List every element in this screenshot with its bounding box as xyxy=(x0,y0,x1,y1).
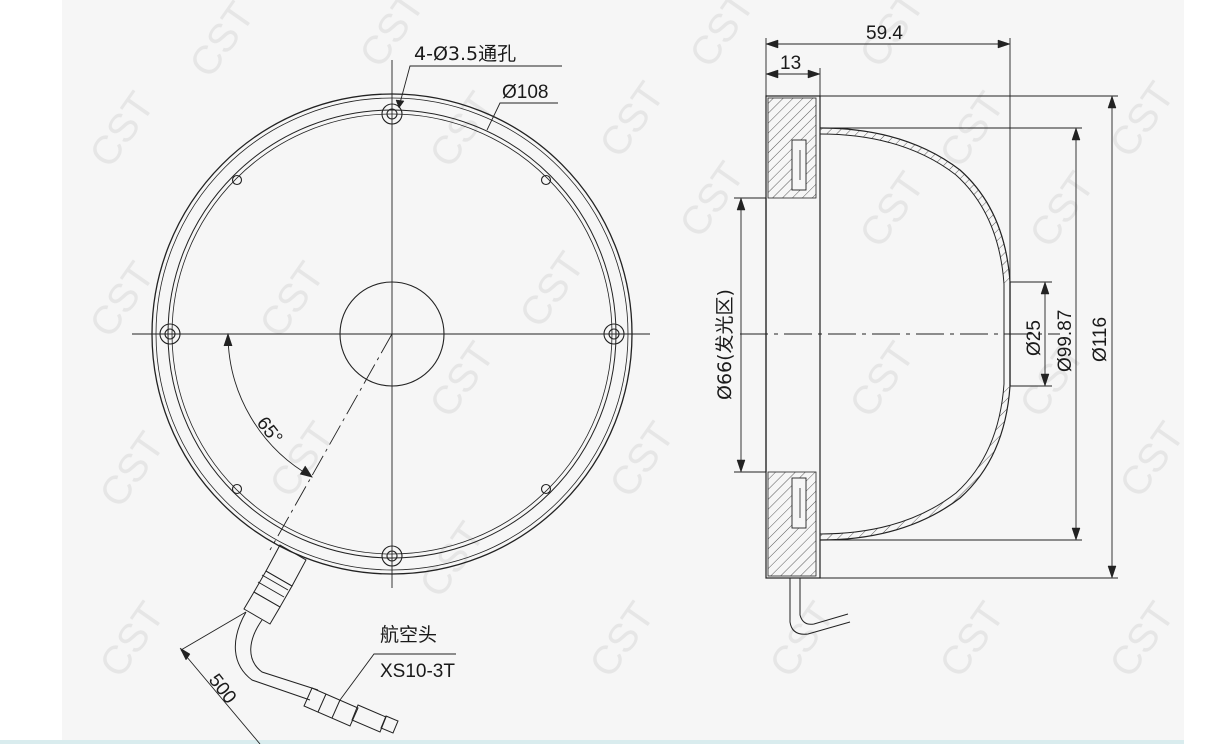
watermark: CST xyxy=(931,594,1013,685)
mounting-ring-inner-edge xyxy=(171,113,613,555)
watermark: CST xyxy=(421,334,503,425)
through-hole-top xyxy=(381,103,403,125)
top-hole-label: Ø25 xyxy=(1024,320,1045,356)
base-height-label: 13 xyxy=(780,53,801,74)
outer-diameter-side-label: Ø116 xyxy=(1090,317,1111,362)
watermark: CST xyxy=(581,594,663,685)
cable-connector xyxy=(234,544,399,734)
angle-reference-line xyxy=(269,333,393,551)
angle-label: 65° xyxy=(252,413,286,449)
diameter-callout-leader xyxy=(486,102,558,131)
watermark: CST xyxy=(251,254,333,345)
connector-callout-leader xyxy=(339,653,456,701)
screw-top-right xyxy=(540,174,552,186)
outer-ring xyxy=(151,93,633,575)
hole-callout-arrow xyxy=(395,99,405,109)
angle-arrow-top xyxy=(223,332,233,347)
screw-bottom-right xyxy=(540,483,552,495)
watermark: CST xyxy=(1101,594,1183,685)
watermark: CST xyxy=(601,414,683,505)
drawing-sheet xyxy=(62,0,1184,740)
angle-arc xyxy=(227,333,313,478)
watermark: CST xyxy=(91,594,173,685)
watermark: CST xyxy=(511,244,593,335)
mounting-ring xyxy=(167,109,617,559)
angle-arrow-bottom xyxy=(299,465,313,478)
watermark: CST xyxy=(851,164,933,255)
outer-ring-inner-edge xyxy=(155,97,629,571)
through-hole-right xyxy=(603,323,625,345)
outer-diameter-label: Ø108 xyxy=(502,82,548,103)
cable-length-dimension-line xyxy=(180,649,261,744)
total-height-label: 59.4 xyxy=(866,23,903,44)
connector-name-label: 航空头 xyxy=(380,624,437,646)
side-view xyxy=(734,38,1118,635)
front-view xyxy=(132,60,650,744)
through-hole-left xyxy=(159,323,181,345)
watermark: CST xyxy=(841,334,923,425)
watermark: CST xyxy=(81,254,163,345)
hole-callout-label: 4-Ø3.5通孔 xyxy=(414,43,516,65)
watermark: CST xyxy=(761,594,843,685)
screw-bottom-left xyxy=(231,483,243,495)
watermark: CST xyxy=(81,84,163,175)
side-cable xyxy=(789,578,851,635)
dome-diameter-label: Ø99.87 xyxy=(1055,310,1076,372)
cable-length-extension-top xyxy=(180,611,247,651)
led-pocket-top xyxy=(791,139,807,191)
led-pocket-bottom xyxy=(791,477,807,529)
connector-model-label: XS10-3T xyxy=(380,661,455,682)
watermark: CST xyxy=(1021,164,1103,255)
watermark: CST xyxy=(91,424,173,515)
center-window xyxy=(339,281,445,387)
screw-top-left xyxy=(231,174,243,186)
watermark: CST xyxy=(181,0,263,85)
emitting-zone-label: Ø66(发光区) xyxy=(714,289,736,400)
watermark: CST xyxy=(591,74,673,165)
right-margin xyxy=(1184,0,1213,744)
bottom-strip xyxy=(0,740,1213,744)
watermark: CST xyxy=(681,0,763,75)
cable-length-label: 500 xyxy=(204,670,240,708)
hole-callout-leader xyxy=(399,65,562,104)
watermark: CST xyxy=(1111,414,1193,505)
watermark: CST xyxy=(411,514,493,605)
through-hole-bottom xyxy=(381,545,403,567)
watermark: CST xyxy=(1101,74,1183,165)
cable-length-arrow xyxy=(179,647,191,661)
